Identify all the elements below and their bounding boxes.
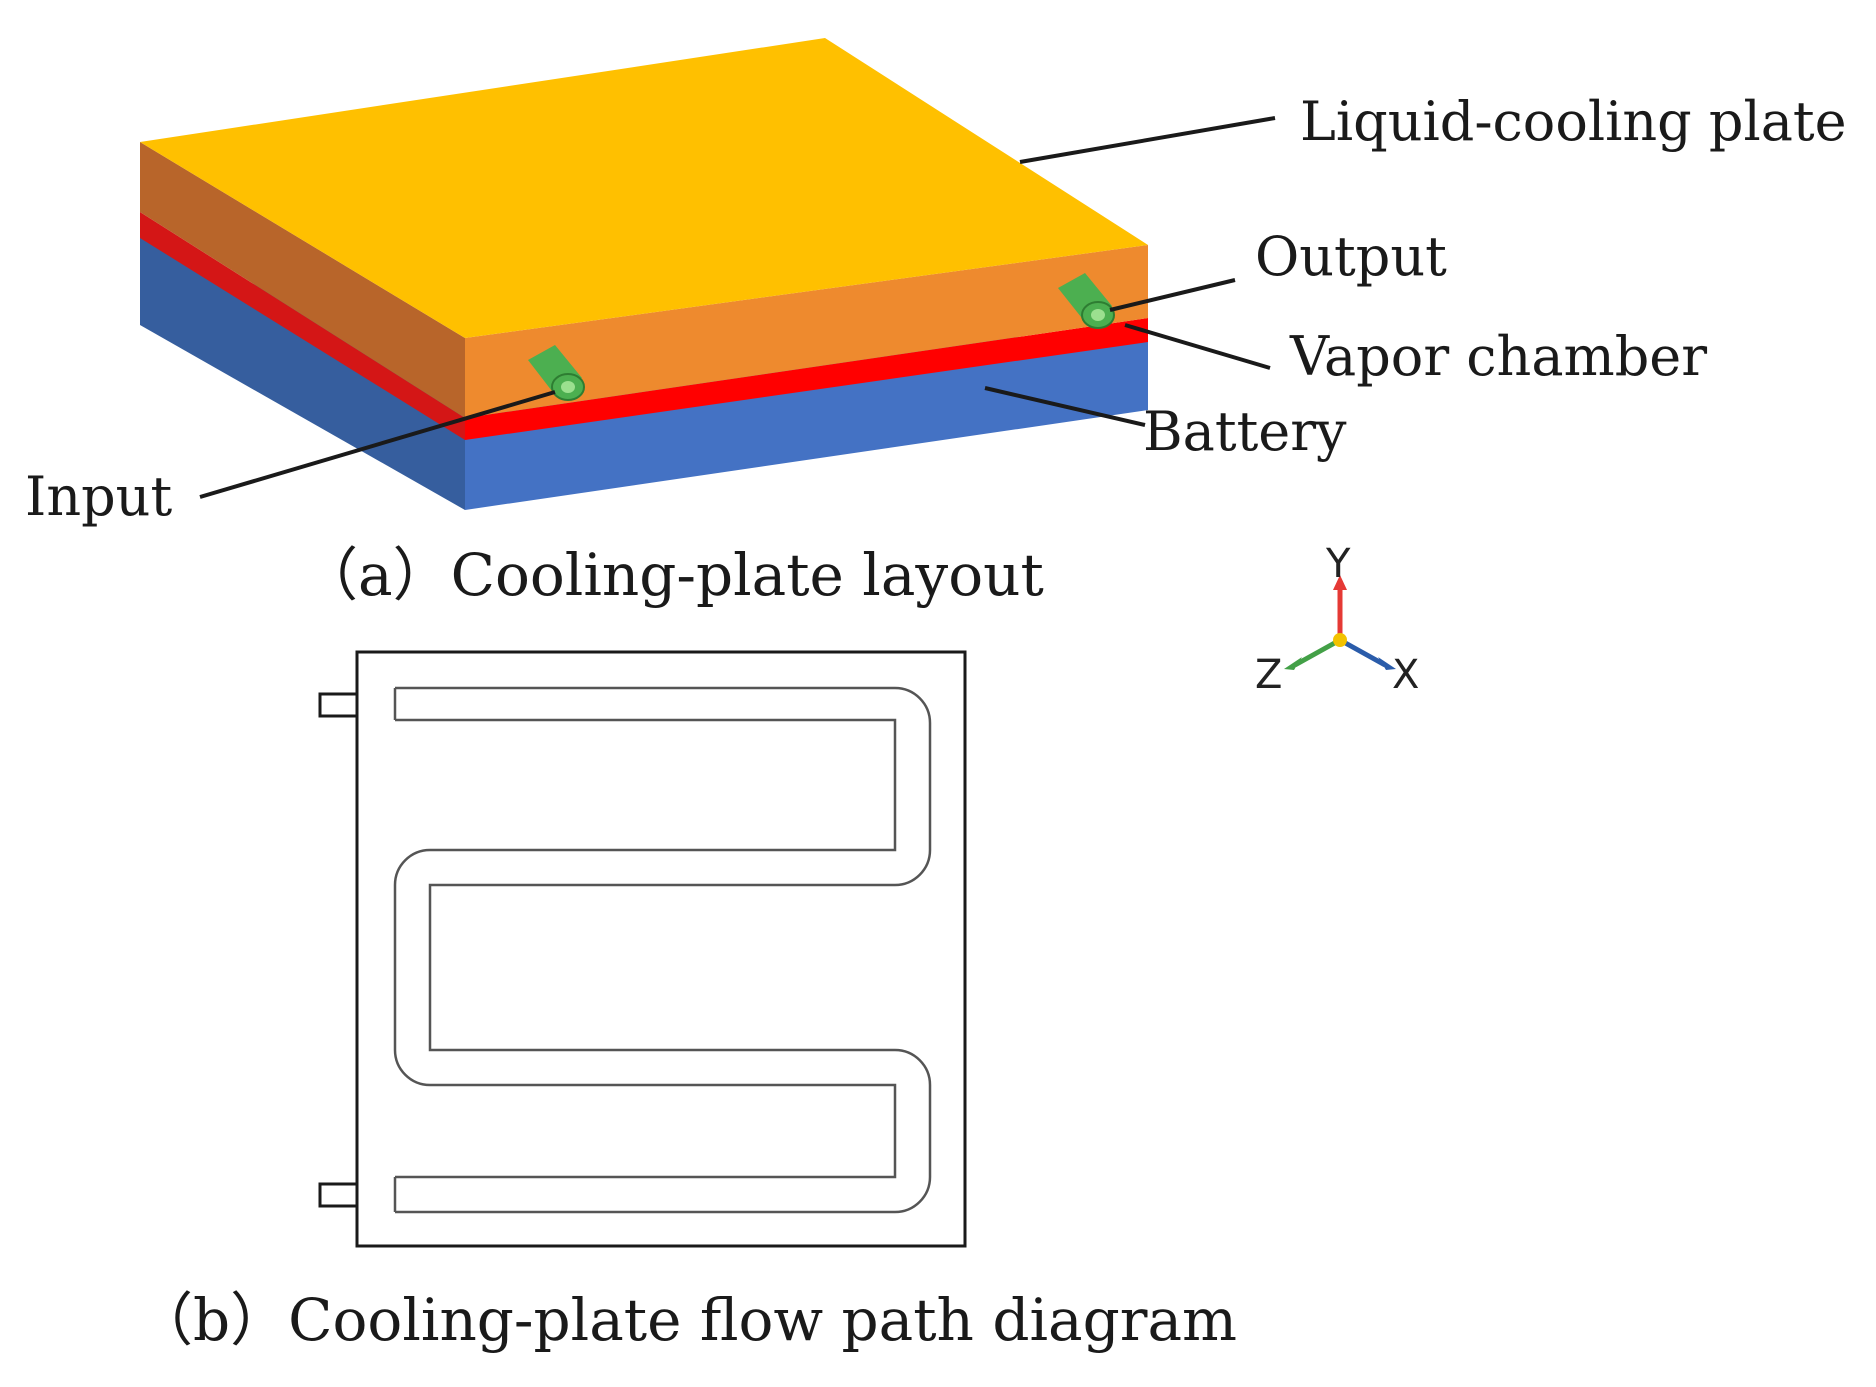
leader-battery: [984, 386, 1146, 427]
axis-z-arrow: [1284, 657, 1302, 670]
output-port: [1058, 273, 1115, 329]
coordinate-axes-icon: Y Z X: [1255, 541, 1419, 698]
vapor-chamber-left-face: [140, 212, 465, 440]
outlet-stub-bottom: [318, 1182, 359, 1208]
leader-input: [199, 390, 556, 499]
leader-vapor-chamber: [1124, 323, 1271, 370]
axis-z-line: [1293, 637, 1342, 668]
axis-x-arrow: [1378, 657, 1396, 670]
liquid-cooling-plate-top-face: [140, 38, 1148, 338]
axis-y-arrow: [1333, 575, 1347, 590]
axis-y-label: Y: [1325, 541, 1351, 587]
leader-lines: [199, 116, 1276, 499]
label-battery: Battery: [1143, 400, 1347, 463]
caption-a: （a）Cooling-plate layout: [300, 541, 1044, 609]
axis-x-line: [1338, 637, 1387, 668]
label-vapor-chamber: Vapor chamber: [1289, 325, 1707, 388]
leader-output: [1109, 278, 1236, 312]
input-port: [528, 345, 585, 401]
axis-origin: [1333, 633, 1347, 647]
serpentine-channel-inner-wall: [393, 718, 897, 1179]
label-liquid-cooling-plate: Liquid-cooling plate: [1300, 90, 1847, 153]
liquid-cooling-plate-front-face: [465, 245, 1148, 418]
leader-liquid-cooling-plate: [1019, 116, 1276, 164]
cooling-plate-3d-model: [140, 38, 1148, 510]
vapor-chamber-front-face: [465, 318, 1148, 440]
flow-path-diagram: [318, 650, 967, 1248]
liquid-cooling-plate-left-face: [140, 142, 465, 418]
label-output: Output: [1255, 225, 1447, 288]
plate-outline: [355, 650, 967, 1248]
inlet-stub-top: [318, 692, 359, 718]
serpentine-channel-outer-wall: [395, 686, 932, 1214]
axis-z-label: Z: [1255, 652, 1282, 698]
label-input: Input: [25, 465, 172, 528]
caption-b: （b）Cooling-plate flow path diagram: [135, 1286, 1237, 1354]
axis-x-label: X: [1392, 652, 1419, 698]
